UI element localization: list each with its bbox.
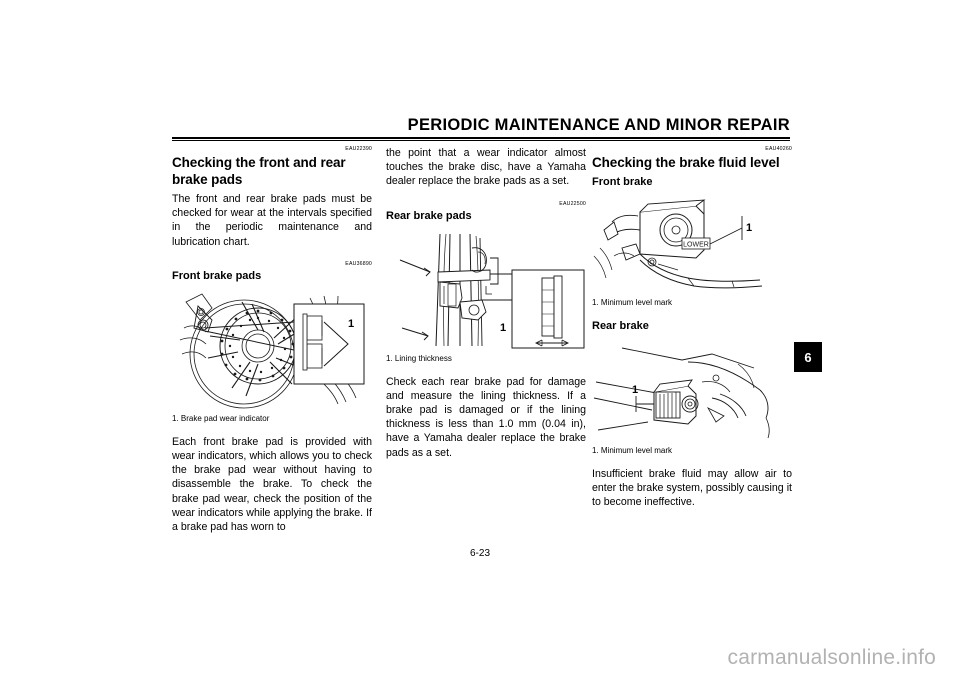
header-divider-rule bbox=[172, 137, 790, 141]
page-header-title: PERIODIC MAINTENANCE AND MINOR REPAIR bbox=[407, 116, 790, 134]
figure-caption-lining-thickness: 1. Lining thickness bbox=[386, 353, 452, 363]
figure-caption-front-minimum-level-mark: 1. Minimum level mark bbox=[592, 298, 673, 307]
reservoir-lower-label: LOWER bbox=[683, 242, 709, 249]
figure-caption-brake-pad-wear-indicator: 1. Brake pad wear indicator bbox=[172, 413, 270, 423]
figure-front-brake-reservoir: LOWER bbox=[592, 194, 792, 294]
subheading-rear-brake-pads: Rear brake pads bbox=[386, 209, 472, 222]
figure-caption-rear-minimum-level-mark: 1. Minimum level mark bbox=[592, 446, 673, 455]
paragraph-rear-pad-inspection: Check each rear brake pad for damage and… bbox=[386, 375, 586, 459]
figure-rear-brake-reservoir bbox=[592, 338, 792, 442]
figure-rear-brake-pad-lining bbox=[386, 228, 586, 350]
text-column-3: EAU40260 Checking the brake fluid level … bbox=[592, 146, 792, 509]
site-watermark: carmanualsonline.info bbox=[727, 646, 936, 669]
paragraph-insufficient-brake-fluid: Insufficient brake fluid may allow air t… bbox=[592, 468, 792, 509]
subheading-front-brake-pads: Front brake pads bbox=[172, 269, 262, 282]
figure-front-brake-pad-wear-indicator bbox=[172, 288, 372, 410]
text-column-1: EAU22390 Checking the front and rear bra… bbox=[172, 146, 372, 546]
reference-code-eau22500: EAU22500 bbox=[559, 200, 586, 207]
paragraph-brake-pad-intervals: The front and rear brake pads must be ch… bbox=[172, 193, 372, 248]
section-heading-brake-fluid-level: Checking the brake fluid level bbox=[592, 155, 780, 170]
reference-code-eau22390: EAU22390 bbox=[345, 146, 372, 152]
subheading-rear-brake: Rear brake bbox=[592, 320, 649, 332]
paragraph-wear-indicator-continued: the point that a wear indicator almost t… bbox=[386, 147, 586, 188]
paragraph-wear-indicator-check: Each front brake pad is provided with we… bbox=[172, 435, 372, 534]
section-heading-brake-pads: Checking the front and rear brake pads bbox=[172, 155, 346, 187]
reference-code-eau40260: EAU40260 bbox=[765, 146, 792, 152]
page-number: 6-23 bbox=[469, 548, 490, 559]
chapter-tab-marker: 6 bbox=[794, 342, 822, 372]
reference-code-eau36890: EAU36890 bbox=[345, 260, 372, 267]
text-column-2: the point that a wear indicator almost t… bbox=[386, 147, 586, 459]
subheading-front-brake: Front brake bbox=[592, 176, 653, 188]
